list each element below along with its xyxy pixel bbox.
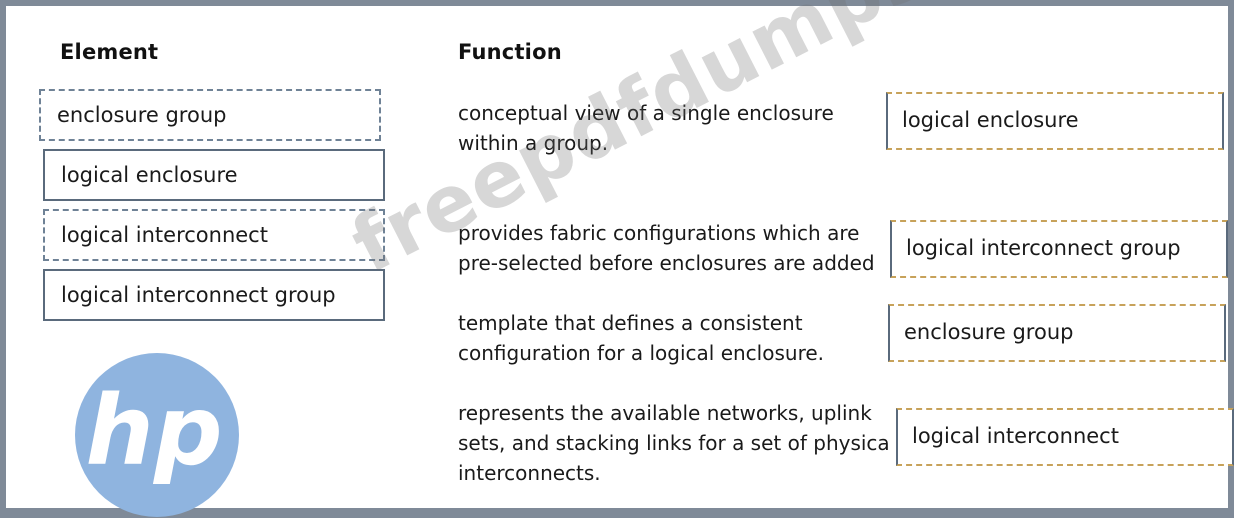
hp-logo-text: hp [85, 375, 222, 487]
function-1-line-1: conceptual view of a single enclosure [458, 101, 834, 125]
hp-logo: hp [75, 353, 239, 517]
function-3-line-2: configuration for a logical enclosure. [458, 341, 825, 365]
function-column-header: Function [458, 40, 562, 64]
drop-target-2[interactable]: logical interconnect group [890, 220, 1228, 278]
function-description-2: provides fabric configurations which are… [458, 218, 875, 278]
function-4-line-2: sets, and stacking links for a set of ph… [458, 431, 890, 455]
function-description-3: template that defines a consistent confi… [458, 308, 824, 368]
drop-target-1[interactable]: logical enclosure [886, 92, 1224, 150]
function-2-line-2: pre-selected before enclosures are added [458, 251, 875, 275]
function-3-line-1: template that defines a consistent [458, 311, 803, 335]
element-item-logical-interconnect[interactable]: logical interconnect [43, 209, 385, 261]
element-column-header: Element [60, 40, 159, 64]
function-description-4: represents the available networks, uplin… [458, 398, 890, 488]
element-item-logical-enclosure[interactable]: logical enclosure [43, 149, 385, 201]
element-item-logical-interconnect-group[interactable]: logical interconnect group [43, 269, 385, 321]
hp-logo-circle [75, 353, 239, 517]
function-2-line-1: provides fabric configurations which are [458, 221, 860, 245]
element-item-enclosure-group[interactable]: enclosure group [39, 89, 381, 141]
function-4-line-3: interconnects. [458, 461, 601, 485]
function-1-line-2: within a group. [458, 131, 609, 155]
drop-target-4[interactable]: logical interconnect [896, 408, 1234, 466]
drop-target-3[interactable]: enclosure group [888, 304, 1226, 362]
function-4-line-1: represents the available networks, uplin… [458, 401, 872, 425]
function-description-1: conceptual view of a single enclosure wi… [458, 98, 834, 158]
drag-drop-panel: Element Function enclosure group logical… [6, 0, 1234, 517]
